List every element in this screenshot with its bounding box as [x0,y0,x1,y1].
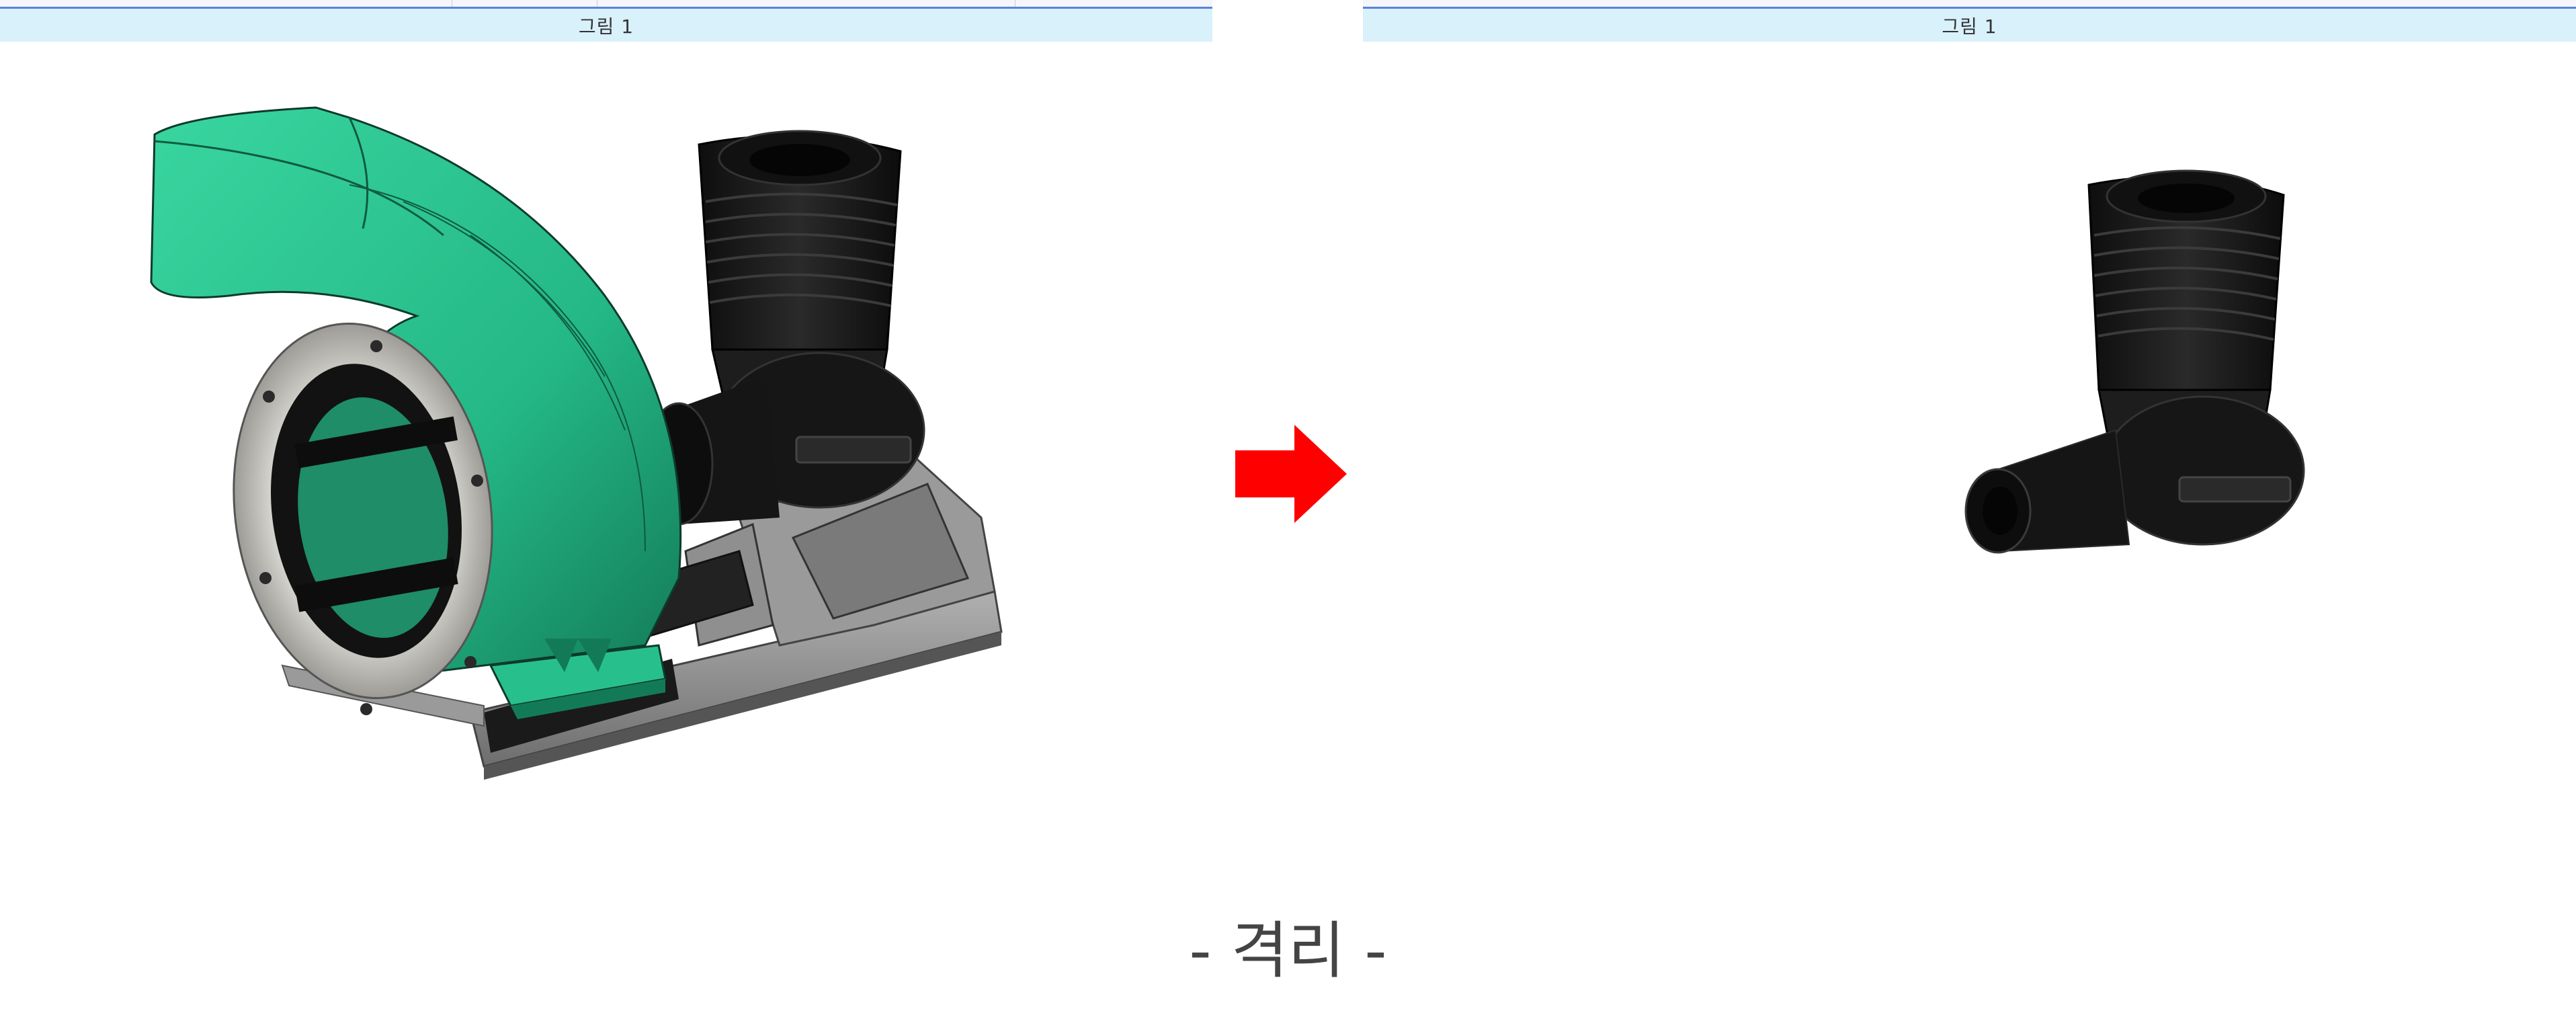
inlet-flange [233,322,493,715]
engine-unit-isolated [1964,169,2305,554]
full-assembly-model [150,106,1003,780]
isolated-engine-model [1964,169,2305,554]
caption-isolation: - 격리 - [1189,915,1387,987]
left-window-titlebar[interactable]: 그림 1 [0,7,1212,42]
left-viewport-panel: 그림 1 [0,0,1212,860]
left-window-title: 그림 1 [578,15,634,38]
right-model-viewport[interactable] [1363,42,2576,860]
left-top-strip [0,0,1212,7]
right-top-strip [1363,0,2576,7]
right-window-titlebar[interactable]: 그림 1 [1363,7,2576,42]
left-model-viewport[interactable] [0,42,1212,860]
engine-unit [644,130,925,526]
right-window-title: 그림 1 [1942,15,1997,38]
right-viewport-panel: 그림 1 [1363,0,2576,860]
arrow-right-icon [1235,425,1347,523]
